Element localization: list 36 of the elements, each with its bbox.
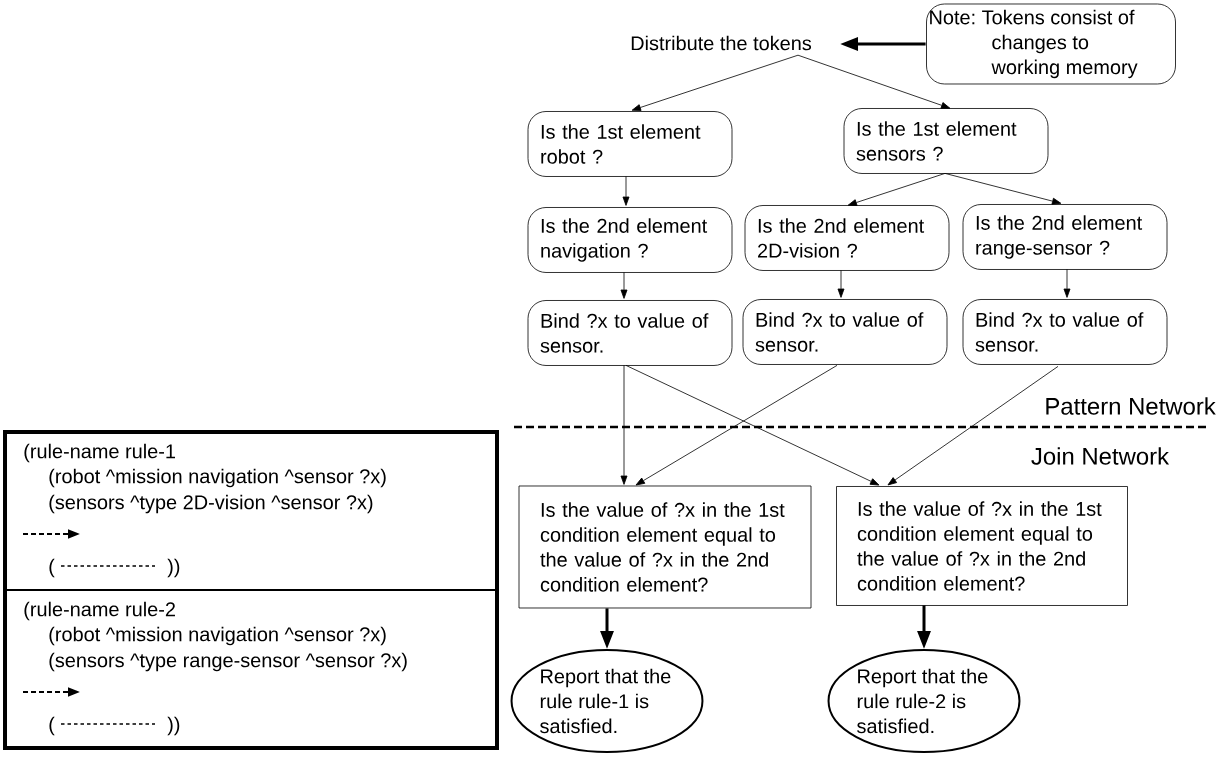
code-line: (rule-name rule-2 <box>24 601 175 621</box>
code-line: (robot ^mission navigation ^sensor ?x) <box>49 626 386 646</box>
code-line: (rule-name rule-1 <box>24 443 175 463</box>
arrow <box>635 365 838 486</box>
arrow <box>847 173 946 206</box>
decision-box: Is the 2nd element range-sensor ? <box>962 204 1168 270</box>
parenthesis: ( <box>49 716 55 736</box>
arrow <box>797 54 951 109</box>
decision-box: Is the 1st element robot ? <box>527 111 733 177</box>
arrow <box>631 54 799 111</box>
arrow <box>1063 269 1071 298</box>
flow-text: Distribute the tokens <box>631 35 812 51</box>
arrow <box>620 272 628 299</box>
join-box: Is the value of ?x in the 1st condition element equal to the value of ?x in the 2nd condition element? <box>518 485 812 609</box>
arrow <box>622 176 630 206</box>
decision-box: Is the 1st element sensors ? <box>843 108 1049 174</box>
decision-box: Is the 2nd element 2D-vision ? <box>744 205 950 271</box>
arrow <box>944 173 1062 205</box>
section-label: Join Network <box>1031 447 1170 465</box>
decision-box: Is the 2nd element navigation ? <box>527 207 733 273</box>
parenthesis: )) <box>167 558 180 578</box>
join-box: Is the value of ?x in the 1st condition element equal to the value of ?x in the 2nd condition element? <box>836 486 1128 606</box>
arrow <box>625 365 880 486</box>
decision-box: Bind ?x to value of sensor. <box>742 299 948 365</box>
decision-box: Bind ?x to value of sensor. <box>527 300 733 366</box>
note-box: Note: Tokens consist of changes to working memory <box>926 3 1176 85</box>
code-line: (sensors ^type 2D-vision ^sensor ?x) <box>49 494 373 514</box>
section-label: Pattern Network <box>1046 397 1216 415</box>
decision-box: Bind ?x to value of sensor. <box>962 299 1168 365</box>
parenthesis: ( <box>49 558 55 578</box>
code-line: (robot ^mission navigation ^sensor ?x) <box>49 468 386 488</box>
arrow <box>620 365 628 485</box>
parenthesis: )) <box>167 716 180 736</box>
arrow <box>887 366 1059 486</box>
arrow <box>837 270 845 298</box>
code-line: (sensors ^type range-sensor ^sensor ?x) <box>49 652 407 672</box>
